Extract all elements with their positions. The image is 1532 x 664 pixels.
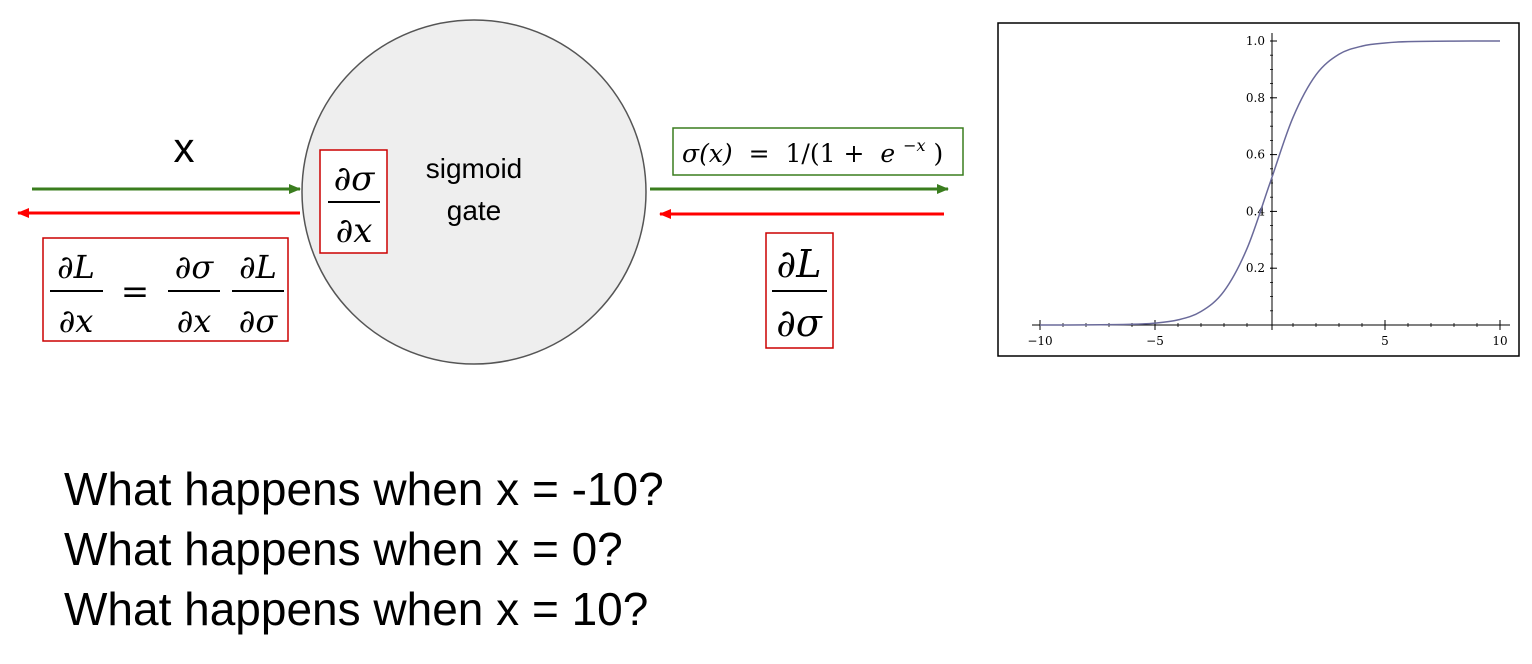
output-formula: σ(x) = 1/(1 + e −x ) bbox=[672, 127, 964, 176]
chain-lhs-numerator: ∂L bbox=[57, 248, 95, 286]
x-tick-label: 5 bbox=[1381, 334, 1389, 348]
local-gradient-denominator: ∂x bbox=[336, 211, 373, 251]
y-tick-label: 0.6 bbox=[1246, 148, 1265, 162]
y-tick-label: 0.2 bbox=[1246, 261, 1265, 275]
plot-tick-labels: −10 −5 5 10 0.2 0.4 0.6 0.8 1.0 bbox=[1027, 34, 1507, 348]
chain-term1-numerator: ∂σ bbox=[175, 248, 215, 286]
formula-one-over: 1/(1 + bbox=[786, 139, 865, 168]
chain-term1-denominator: ∂x bbox=[177, 302, 212, 340]
chain-term2-numerator: ∂L bbox=[239, 248, 277, 286]
gate-name-line2: gate bbox=[447, 195, 502, 226]
local-gradient: ∂σ ∂x bbox=[319, 149, 388, 254]
x-tick-label: −5 bbox=[1146, 334, 1164, 348]
sigmoid-curve bbox=[1039, 40, 1501, 326]
question-x-10: What happens when x = 10? bbox=[64, 583, 649, 635]
local-gradient-numerator: ∂σ bbox=[334, 159, 376, 199]
chain-rule-box bbox=[42, 237, 289, 342]
y-tick-label: 0.8 bbox=[1246, 91, 1265, 105]
chain-term2-denominator: ∂σ bbox=[239, 302, 279, 340]
input-x-label: x bbox=[174, 124, 195, 171]
formula-eq: = bbox=[749, 139, 770, 168]
x-tick-label: 10 bbox=[1492, 334, 1507, 348]
sigmoid-gate-diagram: sigmoid gate x ∂σ ∂x ∂L ∂x = ∂σ ∂x ∂L ∂σ… bbox=[17, 19, 1520, 365]
formula-exponent: −x bbox=[903, 136, 925, 155]
formula-close: ) bbox=[934, 139, 944, 168]
output-formula-box bbox=[672, 127, 964, 176]
svg-text:σ(x) = 1/(1 +: σ(x) = 1/(1 + e −x ) bbox=[682, 128, 943, 168]
question-x-neg10: What happens when x = -10? bbox=[64, 463, 664, 515]
sigmoid-plot: −10 −5 5 10 0.2 0.4 0.6 0.8 1.0 bbox=[997, 22, 1520, 357]
chain-lhs-denominator: ∂x bbox=[59, 302, 94, 340]
y-tick-label: 0.4 bbox=[1246, 204, 1265, 218]
gate-name-line1: sigmoid bbox=[426, 153, 522, 184]
chain-equals: = bbox=[121, 272, 150, 312]
plot-frame bbox=[997, 22, 1520, 357]
y-tick-label: 1.0 bbox=[1246, 34, 1265, 48]
upstream-gradient-numerator: ∂L bbox=[777, 242, 822, 286]
formula-e: e bbox=[880, 139, 895, 168]
chain-rule: ∂L ∂x = ∂σ ∂x ∂L ∂σ bbox=[42, 237, 289, 342]
upstream-gradient: ∂L ∂σ bbox=[765, 232, 834, 349]
formula-sigma-x: σ(x) bbox=[682, 139, 733, 168]
upstream-gradient-denominator: ∂σ bbox=[776, 301, 823, 345]
sigmoid-gate-circle bbox=[301, 19, 647, 365]
question-x-0: What happens when x = 0? bbox=[64, 523, 623, 575]
x-tick-label: −10 bbox=[1027, 334, 1052, 348]
